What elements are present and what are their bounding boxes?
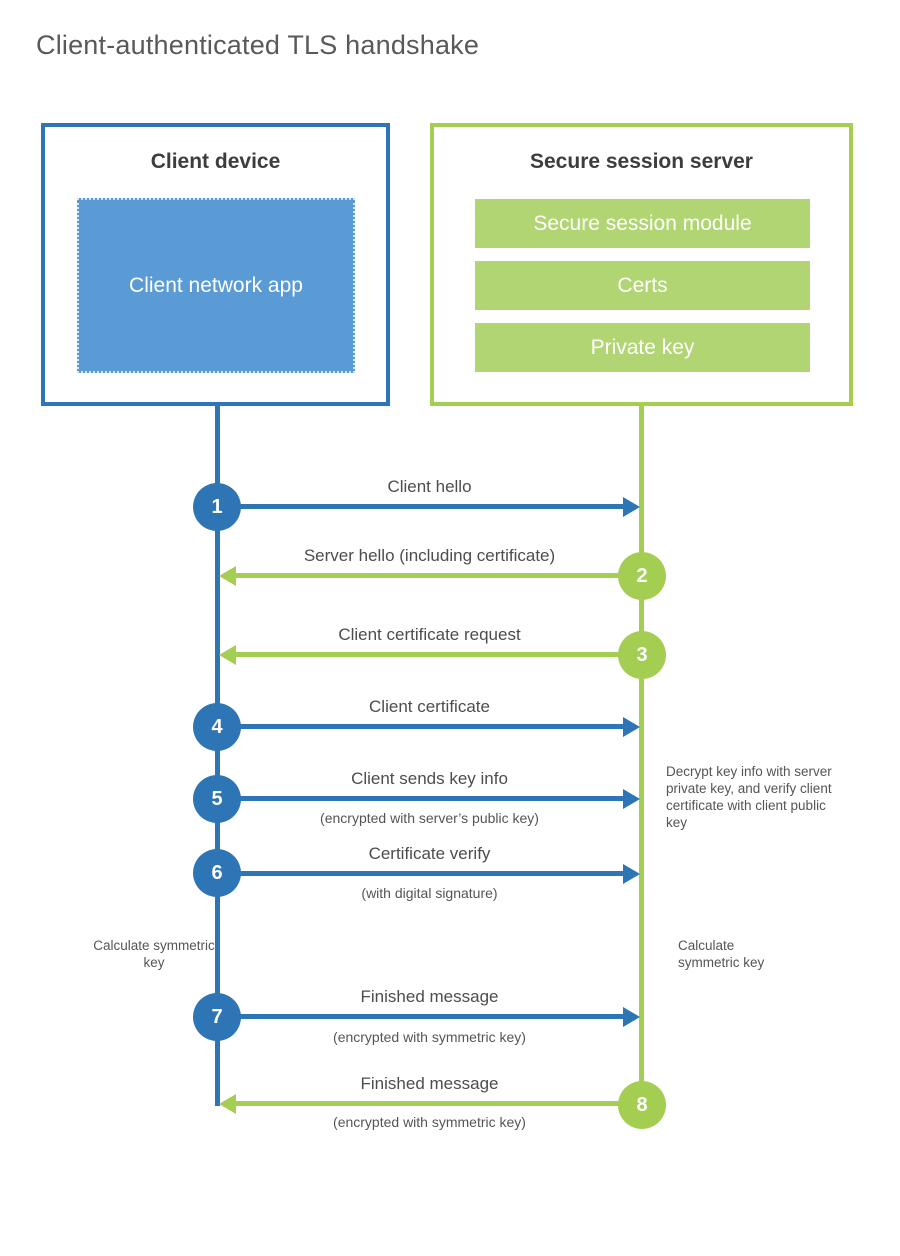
step-1-marker: 1 — [193, 483, 241, 531]
step-7-sublabel: (encrypted with symmetric key) — [333, 1029, 526, 1045]
step-2-label: Server hello (including certificate) — [303, 546, 556, 565]
step-3-marker: 3 — [618, 631, 666, 679]
client-device-title: Client device — [150, 150, 281, 173]
client-device-box: Client device Client network app — [41, 123, 390, 406]
secure-session-server-title: Secure session server — [530, 150, 753, 173]
step-4-label: Client certificate — [369, 697, 490, 716]
arrow-step-5 — [217, 796, 623, 801]
step-5-marker: 5 — [193, 775, 241, 823]
arrow-step-2 — [236, 573, 642, 578]
step-8-label: Finished message — [360, 1074, 499, 1093]
server-decrypt-note: Decrypt key info with server private key… — [666, 764, 832, 830]
step-8-marker: 8 — [618, 1081, 666, 1129]
server-module-private-key: Private key — [475, 323, 810, 372]
step-1-label: Client hello — [387, 477, 472, 496]
client-network-app-label: Client network app — [129, 274, 303, 297]
step-6-label: Certificate verify — [368, 844, 491, 863]
server-module-secure-session: Secure session module — [475, 199, 810, 248]
step-6-marker: 6 — [193, 849, 241, 897]
arrow-step-7 — [217, 1014, 623, 1019]
page-title: Client-authenticated TLS handshake — [36, 30, 480, 60]
client-lifeline — [215, 405, 220, 1106]
step-7-marker: 7 — [193, 993, 241, 1041]
server-calculate-symmetric-key-note: Calculate symmetric key — [678, 938, 765, 970]
step-2-marker: 2 — [618, 552, 666, 600]
step-7-label: Finished message — [360, 987, 499, 1006]
client-calculate-symmetric-key-note: Calculate symmetric key — [93, 938, 215, 970]
arrow-step-1 — [217, 504, 623, 509]
arrow-step-3 — [236, 652, 642, 657]
secure-session-server-box: Secure session server Secure session mod… — [430, 123, 853, 406]
step-6-sublabel: (with digital signature) — [361, 885, 498, 901]
arrow-step-8 — [236, 1101, 642, 1106]
step-3-label: Client certificate request — [338, 625, 521, 644]
arrow-step-4 — [217, 724, 623, 729]
step-5-label: Client sends key info — [351, 769, 508, 788]
step-5-sublabel: (encrypted with server’s public key) — [320, 810, 539, 826]
server-module-certs: Certs — [475, 261, 810, 310]
client-network-app-box: Client network app — [77, 198, 355, 373]
server-lifeline — [639, 404, 644, 1105]
arrow-step-6 — [217, 871, 623, 876]
step-8-sublabel: (encrypted with symmetric key) — [333, 1114, 526, 1130]
step-4-marker: 4 — [193, 703, 241, 751]
